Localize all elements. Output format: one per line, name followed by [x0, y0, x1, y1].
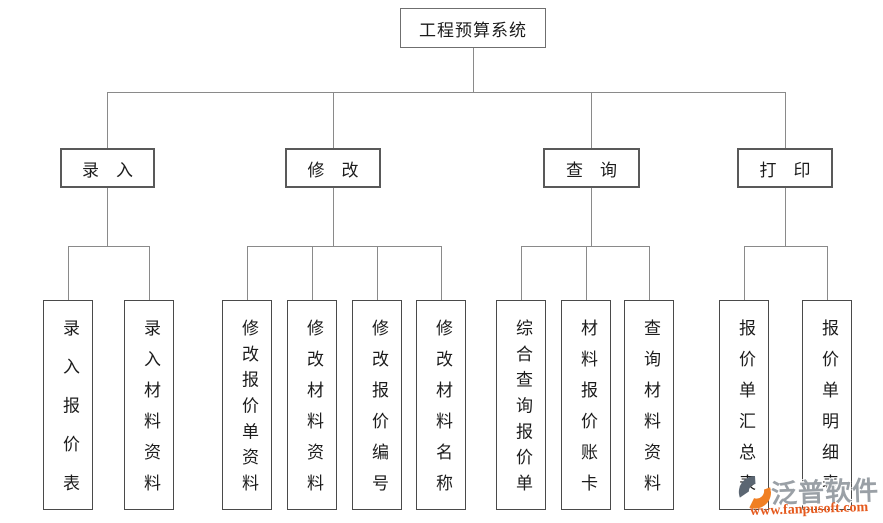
connector-horizontal [521, 246, 650, 247]
node-modify: 修 改 [285, 148, 381, 188]
connector-vertical [377, 246, 378, 300]
watermark: 泛普软件 www.fanpusoft.com [738, 472, 883, 522]
node-entry: 录 入 [60, 148, 155, 188]
leaf-material-quote-card: 材料报价账卡 [561, 300, 611, 510]
connector-vertical [591, 92, 592, 148]
connector-vertical [333, 92, 334, 148]
connector-horizontal [247, 246, 442, 247]
node-print: 打 印 [737, 148, 833, 188]
leaf-quote-detail-table: 报价单明细表 [802, 300, 852, 510]
connector-vertical [333, 188, 334, 246]
connector-vertical [107, 188, 108, 246]
fanpu-logo-icon [738, 475, 771, 509]
connector-vertical [247, 246, 248, 300]
connector-vertical [441, 246, 442, 300]
connector-vertical [827, 246, 828, 300]
connector-vertical [744, 246, 745, 300]
watermark-url-text: www.fanpusoft.com [749, 499, 869, 520]
leaf-enter-material-data: 录入材料资料 [124, 300, 174, 510]
connector-vertical [473, 48, 474, 92]
connector-horizontal [68, 246, 150, 247]
connector-horizontal [744, 246, 828, 247]
connector-vertical [785, 188, 786, 246]
leaf-query-material-data: 查询材料资料 [624, 300, 674, 510]
connector-vertical [312, 246, 313, 300]
connector-vertical [586, 246, 587, 300]
node-root: 工程预算系统 [400, 8, 546, 48]
connector-vertical [785, 92, 786, 148]
connector-vertical [149, 246, 150, 300]
leaf-modify-quote-sheet-data: 修改报价单资料 [222, 300, 272, 510]
connector-vertical [107, 92, 108, 148]
node-query: 查 询 [543, 148, 640, 188]
connector-horizontal [107, 92, 786, 93]
connector-vertical [591, 188, 592, 246]
connector-vertical [68, 246, 69, 300]
leaf-modify-material-data: 修改材料资料 [287, 300, 337, 510]
connector-vertical [649, 246, 650, 300]
leaf-combined-query-quote: 综合查询报价单 [496, 300, 546, 510]
leaf-modify-quote-number: 修改报价编号 [352, 300, 402, 510]
connector-vertical [521, 246, 522, 300]
leaf-enter-quote-table: 录入报价表 [43, 300, 93, 510]
leaf-modify-material-name: 修改材料名称 [416, 300, 466, 510]
leaf-quote-summary-table: 报价单汇总表 [719, 300, 769, 510]
